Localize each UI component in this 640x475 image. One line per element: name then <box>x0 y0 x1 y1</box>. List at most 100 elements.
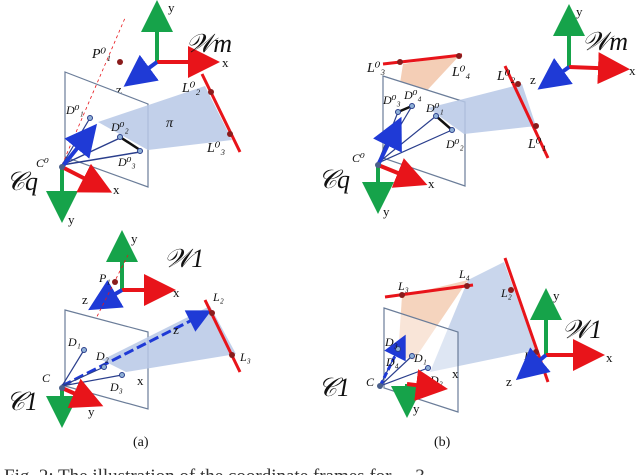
sublabel-a: (a) <box>133 435 149 450</box>
axis-label-y: y <box>88 404 95 419</box>
line-label: L₄ <box>458 267 470 281</box>
proj-point-label: D₂ <box>95 349 109 363</box>
ray <box>377 129 453 164</box>
line-label: L⁰₁ <box>527 137 546 152</box>
axis-label-y: y <box>68 212 75 227</box>
proj-point <box>409 353 415 359</box>
ray <box>379 355 413 387</box>
line-endpoint <box>227 131 233 137</box>
world-frame-label: 𝒲1 <box>562 315 602 344</box>
axis-label-y: y <box>168 0 175 15</box>
panel-a-bottom: y x z 𝒲1 P₁ z L₂ L₃ D₁ D₂ D₃ y x <box>6 230 251 428</box>
world-frame-label: 𝒲m <box>582 27 628 56</box>
line-endpoint <box>397 59 403 65</box>
camera-frame-axes: y x C⁰ 𝒞q <box>6 123 120 227</box>
axis-label-y: y <box>553 288 560 303</box>
proj-point <box>117 134 123 140</box>
camera-frame-axes: y x C 𝒞1 <box>318 366 459 418</box>
line-endpoint <box>208 89 214 95</box>
proj-point <box>87 115 93 121</box>
camera-center-label: C <box>42 371 51 385</box>
camera-frame-label: 𝒞q <box>318 165 350 194</box>
camera-frame-axes: y x C 𝒞1 <box>6 371 144 428</box>
line-endpoint <box>464 283 470 289</box>
axis-label-y: y <box>131 231 138 246</box>
proj-point <box>137 148 143 154</box>
line-endpoint <box>515 81 521 87</box>
line-label: L₃ <box>397 279 409 293</box>
proj-point-label: D⁰₂ <box>445 137 464 151</box>
proj-point <box>417 377 423 383</box>
proj-point-label: D⁰₁ <box>65 103 84 117</box>
line-label: L⁰₂ <box>496 69 515 84</box>
proj-point <box>395 346 401 352</box>
line-label: L⁰₃ <box>206 141 225 156</box>
point-p <box>117 59 123 65</box>
proj-point-label: D₂ <box>429 373 443 387</box>
proj-point <box>81 347 87 353</box>
axis-label-z: z <box>530 72 536 87</box>
ray <box>377 115 437 164</box>
panel-b-top: L⁰₃ L⁰₄ y x z 𝒲m L⁰₂ L⁰₁ D⁰₃ D⁰₄ D⁰ <box>318 4 636 219</box>
axis-label-z: z <box>82 292 88 307</box>
world-frame-label: 𝒲m <box>186 29 232 58</box>
proj-point-label: D⁰₃ <box>382 93 401 107</box>
line-patch <box>398 280 468 360</box>
proj-point-label: D₁ <box>413 351 427 365</box>
projected-segment <box>119 135 141 152</box>
sublabel-b: (b) <box>434 435 451 450</box>
line-label: L₃ <box>239 350 251 364</box>
proj-point <box>395 109 401 115</box>
proj-point-label: D₁ <box>67 335 81 349</box>
point-label: P₁ <box>98 271 111 285</box>
proj-point-label: D⁰₃ <box>117 155 136 169</box>
proj-point <box>449 127 455 133</box>
camera-center-label: C⁰ <box>36 156 49 170</box>
line-endpoint <box>456 53 462 59</box>
point-p <box>112 279 118 285</box>
proj-point <box>119 372 125 378</box>
camera-frame-axes: y x C⁰ 𝒞q <box>318 116 435 219</box>
world-frame-axes: y x z 𝒲1 <box>82 230 204 311</box>
camera-frame-label: 𝒞q <box>6 167 38 196</box>
world-frame-axes: y x z 𝒲m <box>530 4 636 90</box>
line-endpoint <box>209 310 215 316</box>
line-endpoint <box>399 292 405 298</box>
axis-label-y: y <box>413 401 420 416</box>
axis-label-x: x <box>606 350 613 365</box>
3d-line <box>200 73 242 153</box>
camera-frame-label: 𝒞1 <box>318 373 350 402</box>
proj-point <box>425 365 431 371</box>
axis-label-y: y <box>576 4 583 19</box>
proj-point-label: D⁰₄ <box>403 88 422 102</box>
optical-axis-z <box>61 314 201 388</box>
proj-point-label: D⁰₂ <box>110 120 129 134</box>
proj-point <box>101 364 107 370</box>
projection-fan <box>98 86 232 150</box>
proj-point <box>409 103 415 109</box>
projection-fan <box>428 84 536 134</box>
3d-line <box>503 65 550 159</box>
point-label: P⁰₁ <box>91 47 111 62</box>
axis-label-x: x <box>222 55 229 70</box>
axis-label-z: z <box>173 322 179 337</box>
axis-label-x: x <box>113 182 120 197</box>
proj-point-label: D₃ <box>109 380 123 394</box>
world-frame-axes: y x z 𝒲1 <box>506 288 613 389</box>
line-label: L⁰₂ <box>181 81 200 96</box>
line-endpoint <box>508 287 514 293</box>
3d-line <box>382 53 463 66</box>
line-label: L⁰₃ <box>366 61 385 76</box>
ray <box>61 151 141 166</box>
figure-caption: Fig. 2: The illustration of the coordina… <box>4 466 425 475</box>
projected-segment <box>435 115 453 131</box>
line-endpoint <box>533 123 539 129</box>
proj-point-label: D₃ <box>384 335 398 349</box>
axis-label-x: x <box>452 366 459 381</box>
world-frame-label: 𝒲1 <box>164 244 204 273</box>
panel-a-top: y x z 𝒲m P⁰₁ L⁰₂ L⁰₃ D⁰₁ D⁰₂ D⁰₃ π <box>6 0 242 227</box>
axis-label-x: x <box>629 63 636 78</box>
axis-label-y: y <box>383 204 390 219</box>
line-label: L₁ <box>523 349 535 363</box>
line-label: L₂ <box>212 290 224 304</box>
